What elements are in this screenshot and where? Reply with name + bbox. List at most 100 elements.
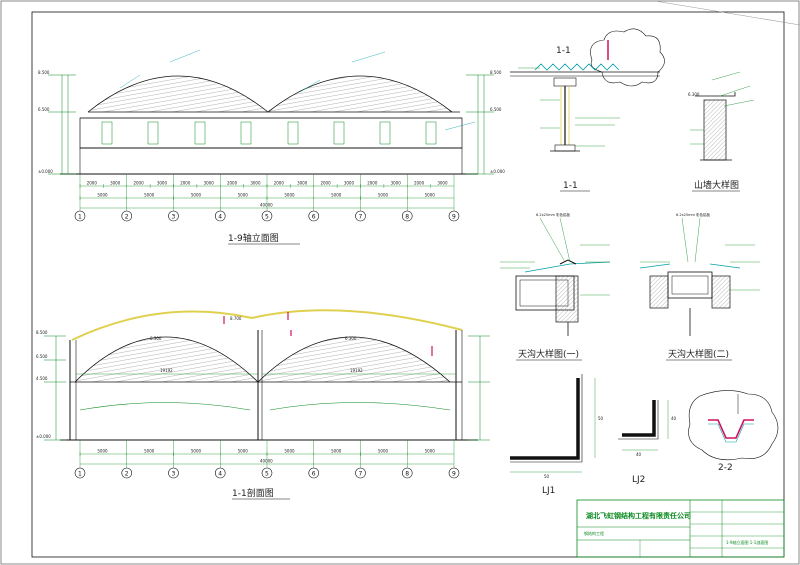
axis-label-4: 4 [218, 214, 222, 221]
axis-label-7: 7 [359, 214, 363, 221]
section-span-left: 19192 [160, 368, 173, 373]
elev-level-ground-right: ±0.000 [490, 169, 505, 174]
axis-bubble-1 [74, 210, 86, 222]
company-name: 湖北飞虹钢结构工程有限责任公司 [586, 511, 691, 520]
sub-dim: 2000 [320, 181, 331, 186]
bay-dim: 5000 [238, 193, 249, 198]
axis-bubble-7 [355, 467, 366, 479]
sub-dim: 3000 [437, 181, 448, 186]
section-eave-right: 6.300 [345, 336, 357, 341]
bay-dim: 5000 [284, 449, 295, 454]
axis-bubble-2 [121, 210, 133, 222]
lj2-width: 40 [636, 452, 642, 457]
section-ridge-level: 8.700 [230, 316, 242, 321]
detail-1-1: 1-1 1-1 [510, 28, 665, 192]
bay-dim: 5000 [425, 449, 436, 454]
elev-level-top: 8.500 [38, 70, 50, 75]
section-level-3: ±0.000 [36, 434, 51, 439]
bay-dim: 5000 [191, 449, 202, 454]
lj1-profile: 50 50 LJ1 [510, 374, 604, 496]
axis-bubble-7 [355, 210, 366, 222]
inner-frame [31, 11, 785, 558]
section-span-right: 19192 [350, 368, 363, 373]
lj1-height: 50 [598, 416, 604, 421]
total-dim: 40000 [260, 203, 273, 208]
sub-dim: 3000 [344, 181, 355, 186]
axis-bubble-6 [308, 467, 320, 479]
bay-dim: 5000 [191, 193, 202, 198]
axis-label-6: 6 [312, 471, 316, 478]
gutter2-title: 天沟大样图(二) [668, 348, 729, 360]
axis-bubble-9 [448, 467, 460, 479]
lj2-title: LJ2 [632, 475, 645, 485]
project-name: 钢结构工程 [584, 530, 604, 536]
section-level-2: 4.500 [36, 376, 48, 381]
axis-label-8: 8 [405, 214, 409, 221]
sub-dim: 2000 [180, 181, 191, 186]
gable-title: 山墙大样图 [694, 179, 739, 191]
gutter2-note: 6.2x25mm 彩色铝板 [676, 212, 711, 217]
axis-bubble-5 [261, 467, 273, 479]
axis-bubble-9 [448, 210, 460, 222]
section-2-2-title: 2-2 [718, 463, 733, 473]
axis-bubble-1 [74, 467, 86, 479]
axis-label-3: 3 [172, 471, 176, 478]
lj2-profile: 40 40 LJ2 [618, 400, 677, 485]
total-dim: 40000 [260, 459, 273, 464]
axis-bubble-6 [308, 210, 320, 222]
axis-label-7: 7 [359, 471, 363, 478]
sub-dim: 2000 [367, 181, 378, 186]
bay-dim: 5000 [97, 193, 108, 198]
axis-label-5: 5 [265, 471, 269, 478]
section-level-0: 8.500 [36, 330, 48, 335]
axis-bubble-2 [121, 467, 133, 479]
axis-label-2: 2 [125, 471, 129, 478]
gutter-detail-2: 6.2x25mm 彩色铝板 天沟大样图(二) [639, 212, 760, 361]
axis-label-9: 9 [452, 471, 456, 478]
lj1-width: 50 [544, 474, 550, 479]
sub-dim: 2000 [133, 181, 144, 186]
axis-label-9: 9 [452, 214, 456, 221]
bay-dim: 5000 [425, 193, 436, 198]
sub-dim: 3000 [157, 181, 168, 186]
elev-level-mid-right: 6.500 [490, 107, 502, 112]
elevation-view: 8.500 6.500 ±0.000 8.500 6.500 ±0.000 20… [38, 49, 505, 245]
sub-dim: 3000 [204, 181, 215, 186]
bay-dim: 5000 [144, 449, 155, 454]
section-view: 19192 19192 8.700 6.300 6.300 8.500 6.50… [36, 309, 490, 500]
detail-1-1-label: 1-1 [556, 46, 571, 56]
axis-label-1: 1 [78, 471, 82, 478]
bay-dim: 5000 [378, 449, 389, 454]
sub-dim: 2000 [274, 181, 285, 186]
axis-bubble-3 [168, 210, 179, 222]
elev-level-mid: 6.500 [38, 107, 50, 112]
section-eave-left: 6.300 [150, 336, 162, 341]
sub-dim: 3000 [250, 181, 261, 186]
lj2-height: 40 [671, 416, 677, 421]
axis-label-6: 6 [312, 214, 316, 221]
elev-level-top-right: 8.500 [490, 70, 502, 75]
bay-dim: 5000 [238, 449, 249, 454]
section-dimensions: 5000 5000 5000 5000 5000 5000 5000 5000 40000 [79, 449, 454, 465]
sub-dim: 3000 [110, 181, 121, 186]
bay-dim: 5000 [378, 193, 389, 198]
gable-eave-level: 6.300 [688, 92, 700, 97]
axis-bubble-4 [214, 210, 226, 222]
bay-dim: 5000 [97, 449, 108, 454]
bay-dim: 5000 [331, 449, 342, 454]
drawing-name: 1-9轴立面图 1-1剖面图 [726, 539, 768, 545]
axis-label-3: 3 [172, 214, 176, 221]
axis-label-5: 5 [265, 214, 269, 221]
axis-label-8: 8 [405, 471, 409, 478]
axis-bubble-4 [214, 467, 226, 479]
sub-dim: 2000 [414, 181, 425, 186]
axis-label-1: 1 [78, 214, 82, 221]
sub-dim: 3000 [297, 181, 308, 186]
axis-label-4: 4 [218, 471, 222, 478]
section-axis-bubbles: 1 2 3 4 5 6 7 8 9 [74, 440, 460, 479]
elev-level-ground: ±0.000 [38, 169, 53, 174]
detail-1-1-title: 1-1 [563, 181, 578, 191]
